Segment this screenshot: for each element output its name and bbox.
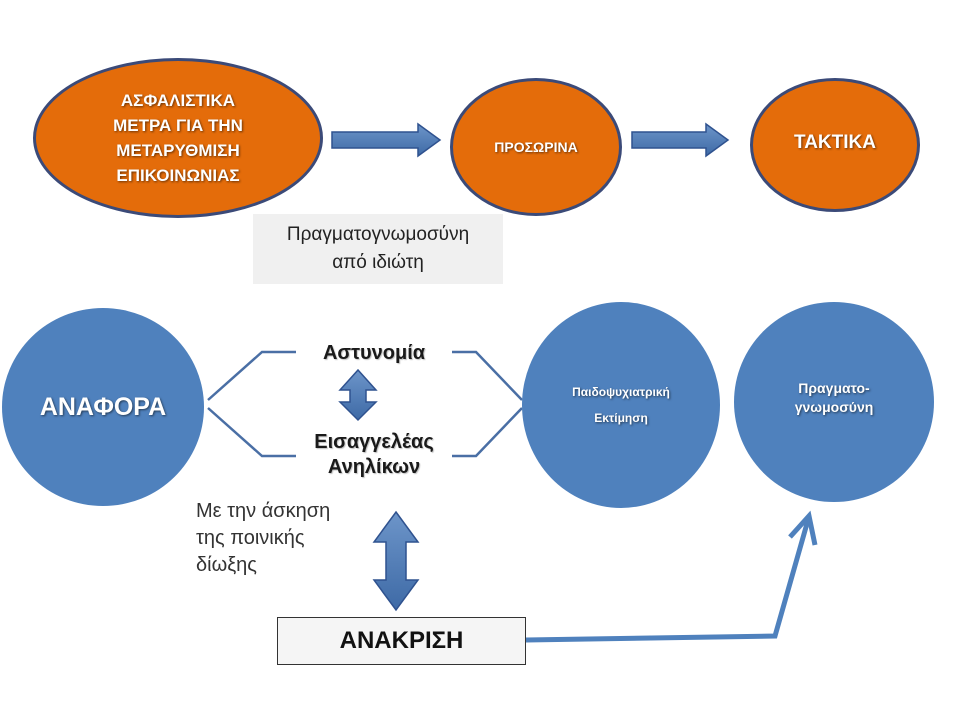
insurance-measures-label: ΑΣΦΑΛΙΣΤΙΚΑ ΜΕΤΡΑ ΓΙΑ ΤΗΝ ΜΕΤΑΡΥΘΜΙΣΗ ΕΠ…	[113, 91, 243, 185]
insurance-measures-ellipse: ΑΣΦΑΛΙΣΤΙΚΑ ΜΕΤΡΑ ΓΙΑ ΤΗΝ ΜΕΤΑΡΥΘΜΙΣΗ ΕΠ…	[33, 58, 323, 218]
expertise-label: Πραγματο- γνωμοσύνη	[794, 380, 874, 415]
juvenile-prosecutor-label: Εισαγγελέας Ανηλίκων	[314, 431, 434, 478]
report-circle: ΑΝΑΦΟΡΑ	[2, 308, 204, 506]
arrowhead-expertise-icon	[788, 510, 818, 546]
connector-report-prosecutor	[207, 407, 296, 458]
connector-prosecutor-assessment	[452, 407, 523, 458]
interrogation-label: ΑΝΑΚΡΙΣΗ	[339, 627, 464, 654]
temporary-label: ΠΡΟΣΩΡΙΝΑ	[494, 139, 578, 155]
criminal-prosecution-note: Με την άσκηση της ποινικής δίωξης	[196, 500, 331, 576]
arrow-to-temporary-icon	[331, 122, 442, 158]
report-label: ΑΝΑΦΟΡΑ	[39, 392, 167, 421]
expertise-circle: Πραγματο- γνωμοσύνη	[734, 302, 934, 502]
connector-police-assessment	[452, 350, 523, 401]
temporary-ellipse: ΠΡΟΣΩΡΙΝΑ	[450, 78, 622, 216]
arrow-to-regular-icon	[631, 122, 730, 158]
private-expertise-box: Πραγματογνωμοσύνη από ιδιώτη	[253, 214, 503, 284]
regular-label: ΤΑΚΤΙΚΑ	[794, 132, 876, 153]
interrogation-box: ΑΝΑΚΡΙΣΗ	[277, 617, 526, 665]
connector-report-police	[207, 350, 296, 401]
psych-assessment-label: Παιδοψυχιατρική Εκτίμηση	[572, 385, 670, 425]
double-arrow-small-icon	[338, 368, 378, 422]
police-label: Αστυνομία	[322, 342, 426, 364]
connector-interrogation-expertise	[525, 519, 811, 643]
psych-assessment-circle: Παιδοψυχιατρική Εκτίμηση	[522, 302, 720, 508]
regular-ellipse: ΤΑΚΤΙΚΑ	[750, 78, 920, 212]
private-expertise-label: Πραγματογνωμοσύνη από ιδιώτη	[286, 224, 470, 273]
double-arrow-large-icon	[372, 510, 420, 612]
